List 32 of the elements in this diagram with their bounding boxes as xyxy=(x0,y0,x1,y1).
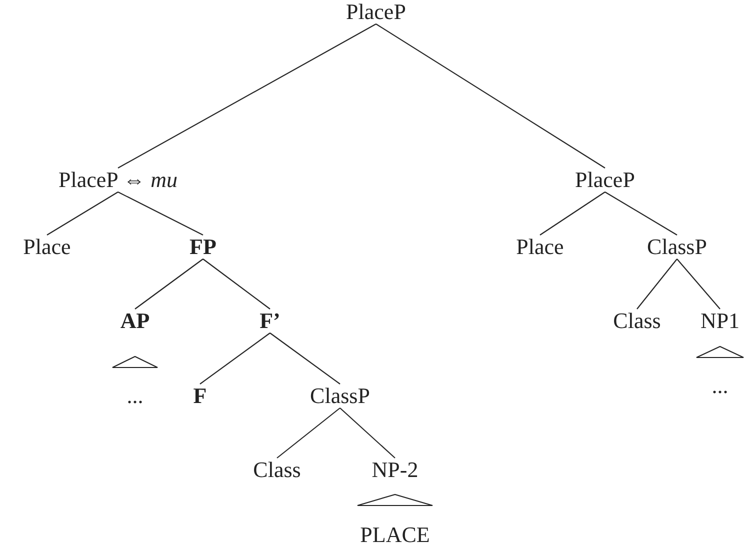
syntax-label: AP xyxy=(120,309,150,333)
tree-branch xyxy=(46,192,118,236)
tree-branch xyxy=(340,408,396,458)
tree-branch xyxy=(134,258,204,310)
syntax-label: ... xyxy=(126,384,144,408)
syntax-label: ClassP xyxy=(310,384,370,408)
tree-branch xyxy=(276,408,340,458)
syntax-label: Place xyxy=(23,235,71,259)
tree-branch xyxy=(200,332,270,384)
tree-branch xyxy=(118,192,204,236)
syntax-label: PlaceP xyxy=(575,168,635,192)
tree-branch xyxy=(270,332,340,384)
syntax-label: FP xyxy=(190,235,216,259)
tree-branch xyxy=(676,258,720,310)
syntax-label: NP-2 xyxy=(372,458,418,482)
syntax-label: PLACE xyxy=(360,523,430,547)
tree-branch xyxy=(202,258,270,310)
syntax-label: F’ xyxy=(260,309,280,333)
tree-branch xyxy=(118,24,376,168)
syntax-label: NP1 xyxy=(700,309,740,333)
tree-branch xyxy=(376,24,606,168)
syntax-label: ... xyxy=(712,374,728,398)
tree-branch xyxy=(636,258,678,310)
syntax-label: Class xyxy=(613,309,661,333)
syntax-label: PlaceP ⇔ mu xyxy=(58,168,178,192)
syntax-label: Place xyxy=(516,235,564,259)
tree-branch xyxy=(604,192,678,236)
tree-branch xyxy=(540,192,606,236)
syntax-label: ClassP xyxy=(647,235,707,259)
syntax-label: Class xyxy=(253,458,301,482)
syntax-label: F xyxy=(193,384,207,408)
syntax-label: PlaceP xyxy=(346,0,406,24)
